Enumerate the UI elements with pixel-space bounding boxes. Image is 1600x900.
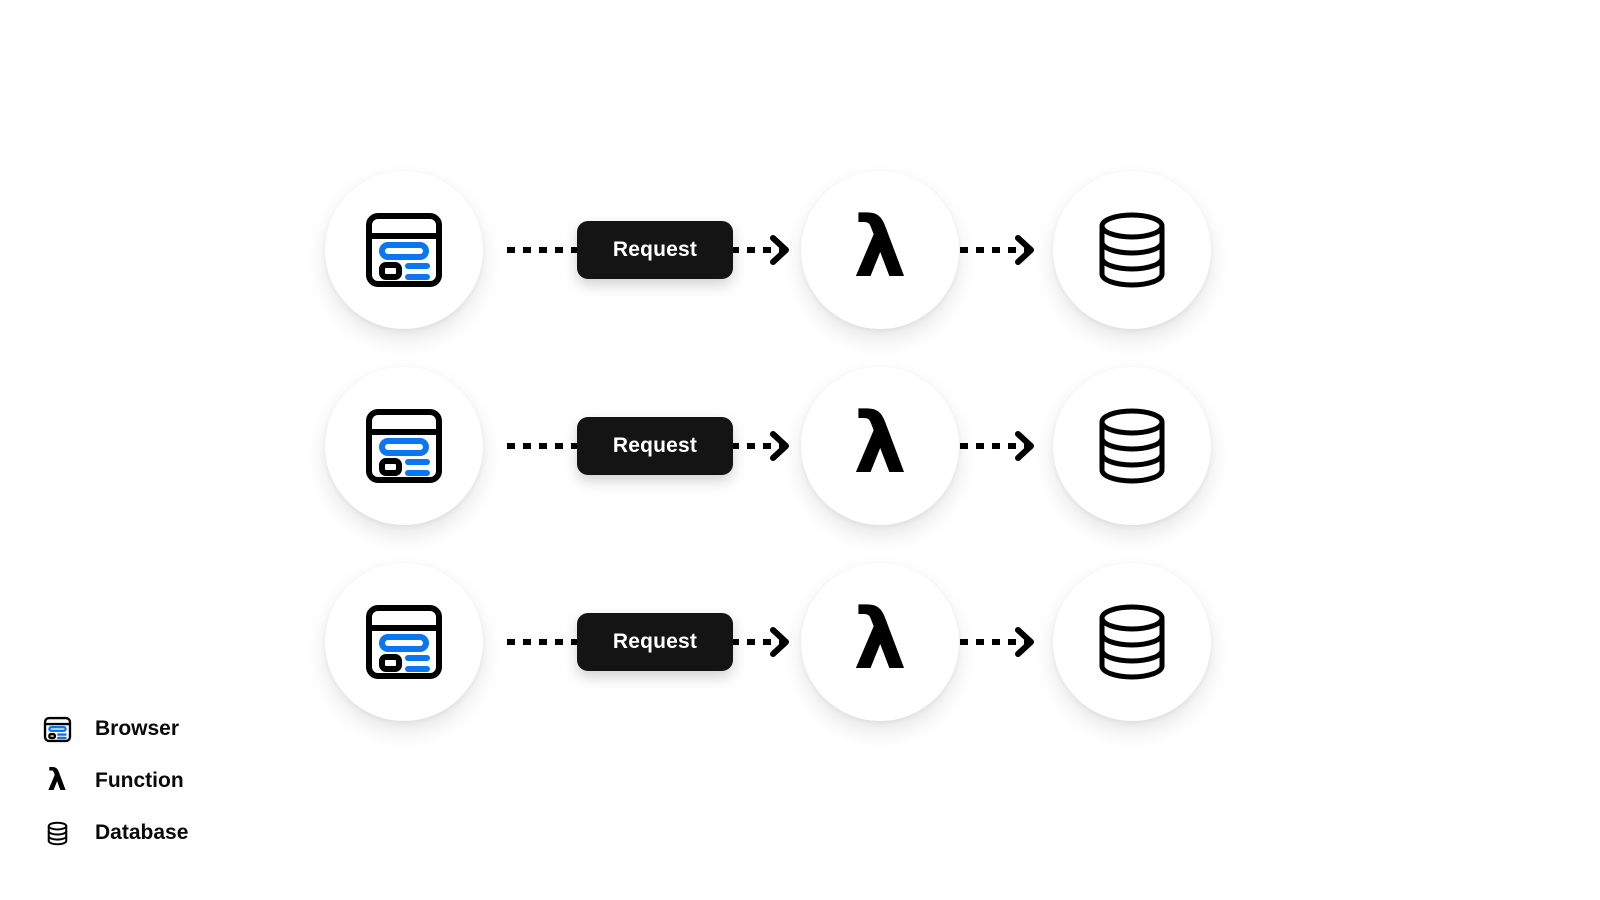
- browser-node[interactable]: [325, 367, 483, 525]
- browser-icon: [42, 714, 72, 744]
- browser-icon: [366, 213, 442, 287]
- connector-browser-to-function: [505, 627, 795, 657]
- request-badge[interactable]: Request: [577, 613, 733, 671]
- legend-item-browser: Browser: [42, 703, 188, 755]
- legend: Browser λ Function Database: [42, 703, 188, 859]
- function-node[interactable]: λ: [801, 563, 959, 721]
- lambda-icon: λ: [853, 394, 907, 492]
- connector-function-to-database: [958, 431, 1040, 461]
- database-node[interactable]: [1053, 563, 1211, 721]
- legend-label-function: Function: [95, 769, 184, 792]
- request-badge[interactable]: Request: [577, 417, 733, 475]
- connector-browser-to-function: [505, 235, 795, 265]
- lambda-icon: λ: [42, 766, 72, 796]
- connector-browser-to-function: [505, 431, 795, 461]
- database-icon: [1099, 408, 1165, 484]
- lambda-icon: λ: [853, 198, 907, 296]
- request-label: Request: [612, 238, 698, 261]
- function-node[interactable]: λ: [801, 171, 959, 329]
- flow-row: Request λ: [0, 165, 1600, 335]
- connector-function-to-database: [958, 235, 1040, 265]
- flow-row: Request λ: [0, 361, 1600, 531]
- legend-label-database: Database: [95, 821, 189, 844]
- lambda-icon: λ: [853, 590, 907, 688]
- function-node[interactable]: λ: [801, 367, 959, 525]
- legend-label-browser: Browser: [95, 717, 180, 740]
- request-badge[interactable]: Request: [577, 221, 733, 279]
- browser-icon: [366, 605, 442, 679]
- database-icon: [1099, 604, 1165, 680]
- database-node[interactable]: [1053, 171, 1211, 329]
- database-icon: [1099, 212, 1165, 288]
- request-label: Request: [612, 434, 698, 457]
- browser-node[interactable]: [325, 171, 483, 329]
- browser-node[interactable]: [325, 563, 483, 721]
- request-label: Request: [612, 630, 698, 653]
- database-icon: [42, 818, 72, 848]
- flow-row: Request λ: [0, 557, 1600, 727]
- connector-function-to-database: [958, 627, 1040, 657]
- legend-item-database: Database: [42, 807, 188, 859]
- lambda-glyph: λ: [47, 763, 67, 798]
- browser-icon: [366, 409, 442, 483]
- database-node[interactable]: [1053, 367, 1211, 525]
- legend-item-function: λ Function: [42, 755, 188, 807]
